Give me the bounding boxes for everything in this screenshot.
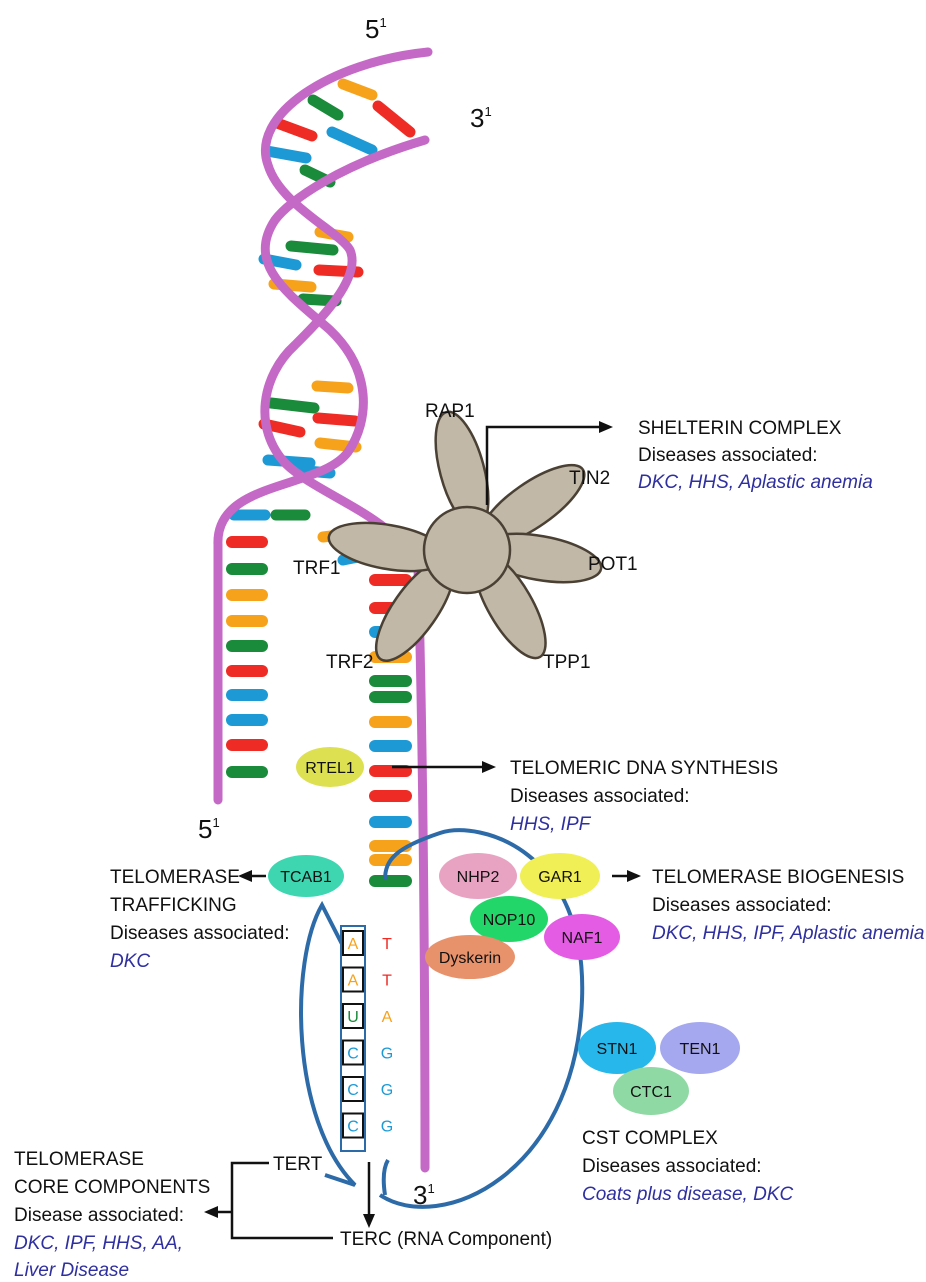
stn1-label: STN1 (597, 1041, 638, 1058)
dna-base-letter: G (381, 1082, 393, 1099)
core-title-1: TELOMERASE (14, 1149, 144, 1170)
nhp2-label: NHP2 (457, 869, 500, 886)
biogenesis-assoc: Diseases associated: (652, 895, 832, 916)
trafficking-title-2: TRAFFICKING (110, 895, 237, 916)
trafficking-text: TELOMERASE TRAFFICKING Diseases associat… (110, 867, 290, 972)
trafficking-assoc: Diseases associated: (110, 923, 290, 944)
dna-base-letter: T (382, 973, 392, 990)
biogenesis-diseases: DKC, HHS, IPF, Aplastic anemia (652, 923, 924, 944)
dna-base-letter: A (382, 1009, 393, 1026)
cst-text: CST COMPLEX Diseases associated: Coats p… (582, 1128, 793, 1205)
shelterin-complex-shape (325, 406, 605, 671)
biogenesis-title: TELOMERASE BIOGENESIS (652, 867, 904, 888)
left-strand-bases (232, 542, 262, 772)
tin2-label: TIN2 (569, 468, 610, 489)
trafficking-title-1: TELOMERASE (110, 867, 240, 888)
rna-base-letter: C (347, 1119, 359, 1136)
synthesis-title: TELOMERIC DNA SYNTHESIS (510, 758, 778, 779)
cst-diseases: Coats plus disease, DKC (582, 1184, 793, 1205)
rna-template-box: A A U C C C T T A G G G (341, 926, 393, 1151)
pot1-label: POT1 (588, 554, 638, 575)
rna-base-letter: C (347, 1082, 359, 1099)
shelterin-text: SHELTERIN COMPLEX Diseases associated: D… (638, 418, 873, 493)
rna-base-letter: A (348, 936, 359, 953)
rna-base-letter: A (348, 973, 359, 990)
protein-gar1: GAR1 (520, 853, 600, 899)
rtel1-label: RTEL1 (305, 760, 355, 777)
core-diseases-1: DKC, IPF, HHS, AA, (14, 1233, 183, 1254)
shelterin-assoc: Diseases associated: (638, 445, 818, 466)
naf1-label: NAF1 (562, 930, 603, 947)
tpp1-label: TPP1 (543, 652, 591, 673)
tcab1-label: TCAB1 (280, 869, 332, 886)
top-3-prime-label: 31 (470, 103, 492, 133)
synthesis-assoc: Diseases associated: (510, 786, 690, 807)
rap1-label: RAP1 (425, 401, 475, 422)
protein-rtel1: RTEL1 (296, 747, 364, 787)
shelterin-title: SHELTERIN COMPLEX (638, 418, 842, 439)
core-assoc: Disease associated: (14, 1205, 184, 1226)
core-text: TELOMERASE CORE COMPONENTS Disease assoc… (14, 1149, 552, 1281)
ten1-label: TEN1 (680, 1041, 721, 1058)
bottom-5-prime-label: 51 (198, 814, 220, 844)
dna-base-letter: G (381, 1046, 393, 1063)
protein-dyskerin: Dyskerin (425, 935, 515, 979)
core-title-2: CORE COMPONENTS (14, 1177, 210, 1198)
rna-base-letter: C (347, 1046, 359, 1063)
protein-nop10: NOP10 (470, 896, 548, 942)
shelterin-diseases: DKC, HHS, Aplastic anemia (638, 472, 873, 493)
dyskerin-label: Dyskerin (439, 950, 501, 967)
cst-title: CST COMPLEX (582, 1128, 718, 1149)
protein-stn1: STN1 (578, 1022, 656, 1074)
protein-ctc1: CTC1 (613, 1067, 689, 1115)
cst-assoc: Diseases associated: (582, 1156, 762, 1177)
protein-tcab1: TCAB1 (268, 855, 344, 897)
trf1-label: TRF1 (293, 558, 341, 579)
protein-nhp2: NHP2 (439, 853, 517, 899)
synthesis-text: TELOMERIC DNA SYNTHESIS Diseases associa… (510, 758, 778, 835)
core-diseases-2: Liver Disease (14, 1260, 129, 1281)
biogenesis-text: TELOMERASE BIOGENESIS Diseases associate… (652, 867, 924, 944)
protein-ten1: TEN1 (660, 1022, 740, 1074)
trf2-label: TRF2 (326, 652, 374, 673)
nop10-label: NOP10 (483, 912, 536, 929)
top-5-prime-label: 51 (365, 14, 387, 44)
dna-base-letter: G (381, 1119, 393, 1136)
gar1-label: GAR1 (538, 869, 582, 886)
synthesis-diseases: HHS, IPF (510, 814, 592, 835)
tert-label: TERT (273, 1154, 323, 1175)
protein-naf1: NAF1 (544, 914, 620, 960)
rna-base-letter: U (347, 1009, 359, 1026)
ctc1-label: CTC1 (630, 1084, 672, 1101)
trafficking-diseases: DKC (110, 951, 150, 972)
terc-label: TERC (RNA Component) (340, 1229, 552, 1250)
dna-base-letter: T (382, 936, 392, 953)
